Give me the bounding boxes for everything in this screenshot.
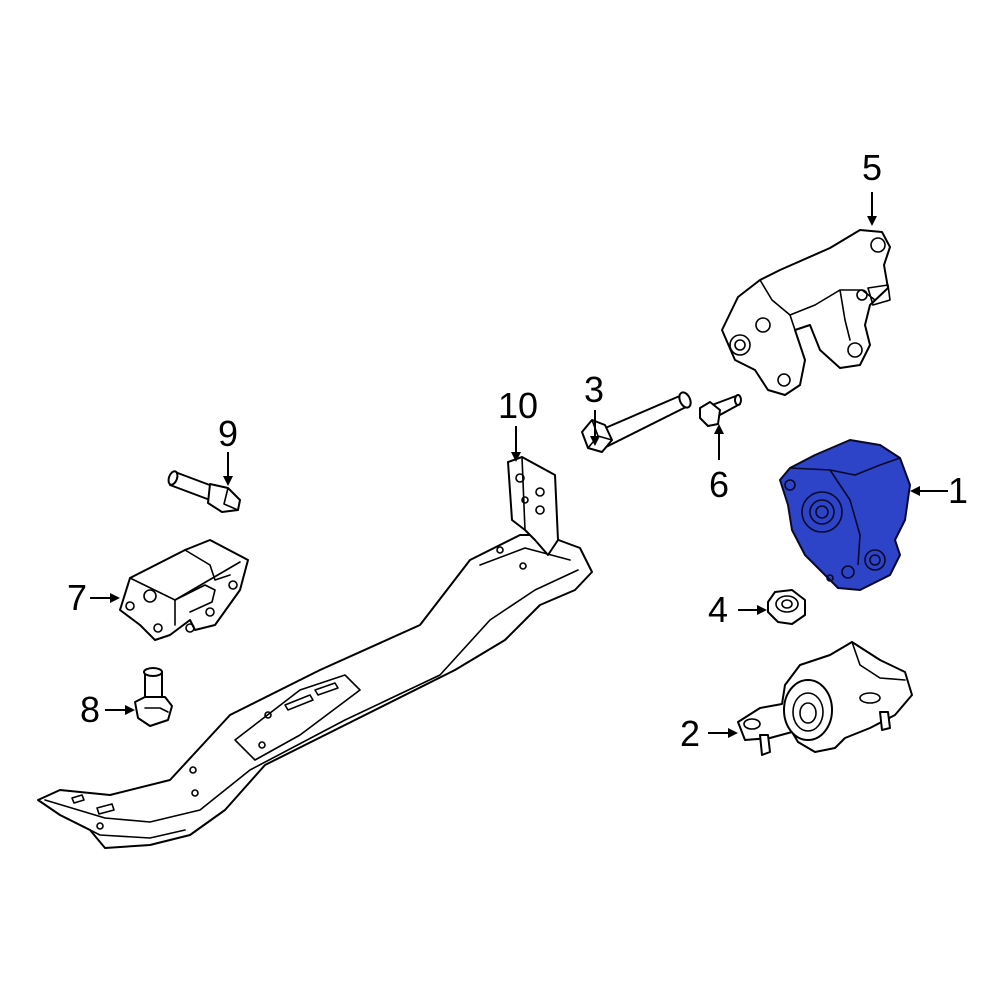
callout-label: 2 xyxy=(680,713,700,754)
part-9-bolt[interactable] xyxy=(167,470,241,513)
part-1-mount-highlighted[interactable] xyxy=(779,439,911,591)
callout-label: 10 xyxy=(498,385,538,426)
part-8-stud[interactable] xyxy=(134,667,173,727)
callout-label: 4 xyxy=(708,589,728,630)
part-4-nut[interactable] xyxy=(767,589,806,625)
callout-label: 7 xyxy=(67,577,87,618)
callout-3: 3 xyxy=(584,369,604,446)
callout-label: 9 xyxy=(218,413,238,454)
part-10-crossmember[interactable] xyxy=(37,456,593,849)
callout-2: 2 xyxy=(680,713,738,754)
callout-label: 6 xyxy=(709,464,729,505)
callout-4: 4 xyxy=(708,589,767,630)
callout-1: 1 xyxy=(910,470,968,511)
callout-8: 8 xyxy=(80,689,135,730)
callout-9: 9 xyxy=(218,413,238,486)
callout-label: 5 xyxy=(862,147,882,188)
callout-7: 7 xyxy=(67,577,120,618)
callout-label: 3 xyxy=(584,369,604,410)
callout-label: 8 xyxy=(80,689,100,730)
callout-10: 10 xyxy=(498,385,538,462)
part-2-mount[interactable] xyxy=(737,641,913,756)
callout-6: 6 xyxy=(709,424,729,505)
callout-label: 1 xyxy=(948,470,968,511)
callout-5: 5 xyxy=(862,147,882,226)
part-5-bracket[interactable] xyxy=(721,229,891,396)
part-7-bracket[interactable] xyxy=(119,539,249,641)
part-6-bolt[interactable] xyxy=(699,394,742,427)
